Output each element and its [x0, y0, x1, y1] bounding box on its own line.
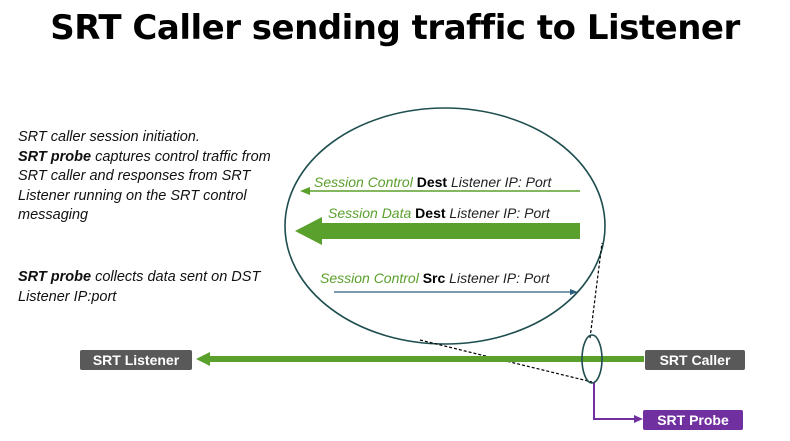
srt-listener-node: SRT Listener	[80, 350, 192, 370]
flow-label-control-dest: Session Control Dest Listener IP: Port	[314, 174, 551, 190]
srt-caller-node: SRT Caller	[645, 350, 745, 370]
description-collect-text: collects data sent on DST Listener IP:po…	[18, 269, 261, 305]
description-probe-text: captures control traffic from SRT caller…	[18, 148, 271, 224]
flow-arrow-data-head	[295, 217, 322, 245]
flow-label-control-dest-keyword: Dest	[416, 174, 448, 190]
flow-label-control-dest-prefix: Session Control	[314, 174, 417, 190]
flow-arrow-control-dest-head	[300, 187, 310, 195]
probe-connector-head	[634, 415, 643, 423]
description-probe-label-2: SRT probe	[18, 269, 92, 285]
description-line1: SRT caller session initiation.	[18, 129, 200, 145]
description-probe-label: SRT probe	[18, 148, 92, 165]
srt-probe-node: SRT Probe	[643, 410, 743, 430]
flow-label-control-src: Session Control Src Listener IP: Port	[320, 270, 550, 286]
probe-connector	[593, 383, 636, 420]
flow-label-data-dest-prefix: Session Data	[328, 205, 416, 221]
probe-tap-ellipse	[581, 334, 603, 384]
zoom-line-bottom	[419, 339, 593, 383]
page-title: SRT Caller sending traffic to Listener	[50, 8, 740, 48]
flow-arrow-data-shaft	[318, 223, 580, 239]
flow-label-control-src-keyword: Src	[422, 270, 446, 286]
main-traffic-shaft	[206, 356, 644, 362]
zoom-line-top	[589, 242, 603, 339]
flow-label-control-src-suffix: Listener IP: Port	[445, 270, 550, 286]
zoom-ellipse	[284, 107, 606, 345]
description-initiation: SRT caller session initiation. SRT probe…	[18, 128, 278, 226]
flow-label-data-dest-keyword: Dest	[415, 205, 446, 221]
flow-label-control-src-prefix: Session Control	[320, 270, 423, 286]
description-collect: SRT probe collects data sent on DST List…	[18, 268, 278, 307]
flow-label-data-dest-suffix: Listener IP: Port	[445, 205, 550, 221]
flow-arrow-control-src-head	[570, 289, 578, 295]
main-traffic-head	[196, 352, 210, 366]
flow-label-data-dest: Session Data Dest Listener IP: Port	[328, 205, 550, 221]
flow-label-control-dest-suffix: Listener IP: Port	[447, 174, 552, 190]
